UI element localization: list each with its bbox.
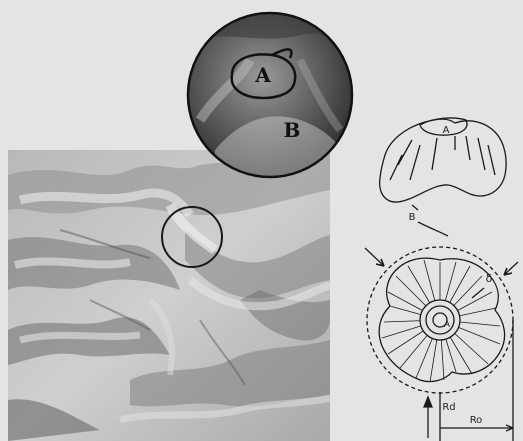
fabric-photo (8, 150, 330, 441)
diagram-label-rd: Rd (442, 402, 455, 413)
diagram-label-a-center: A (444, 320, 451, 330)
arrow-left (365, 248, 384, 266)
diagram-label-ro: Ro (470, 415, 483, 426)
schematic-drawing: A B A δ Rd Ro (365, 118, 518, 441)
magnified-lens: A B (188, 10, 352, 180)
diagram-label-delta: δ (486, 272, 493, 285)
diagram-label-b: B (409, 212, 416, 223)
diagram-label-a-top: A (443, 125, 450, 136)
zoom-label-a: A (254, 63, 271, 87)
zoom-label-b: B (284, 118, 301, 142)
